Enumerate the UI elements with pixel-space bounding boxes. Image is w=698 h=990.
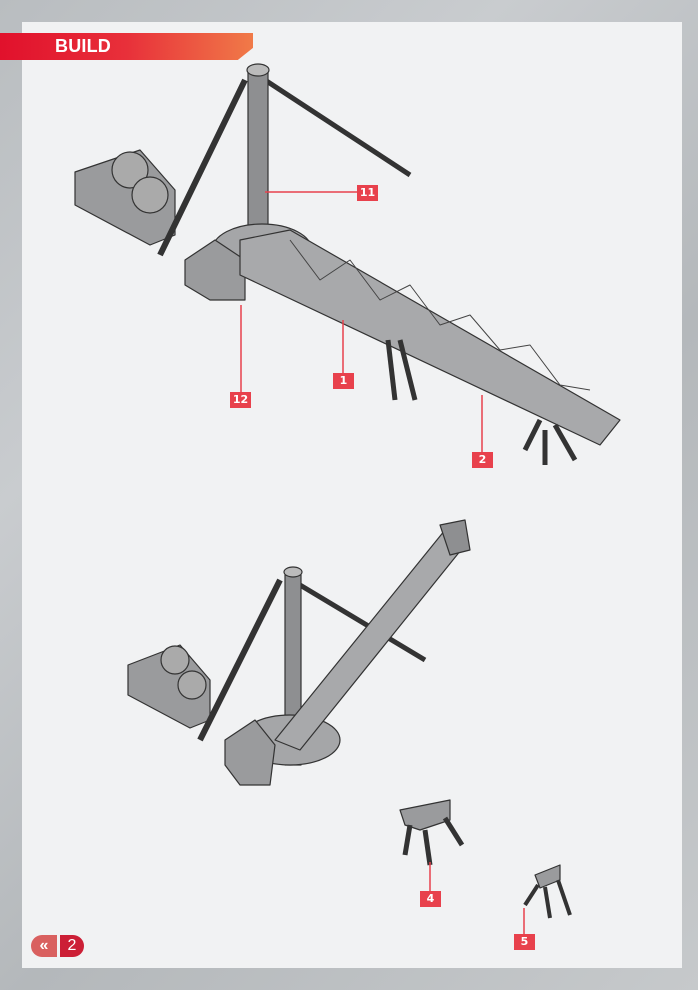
callout-part-4: 4	[420, 891, 441, 907]
mast-11	[247, 69, 269, 231]
raised-boom	[274, 529, 466, 751]
page-navigation: « 2	[31, 935, 84, 957]
section-title: BUILD	[55, 36, 111, 56]
page-number: 2	[60, 935, 84, 957]
callout-part-1: 1	[333, 373, 354, 389]
callout-part-11: 11	[357, 185, 378, 201]
callout-part-5: 5	[514, 934, 535, 950]
part-5	[523, 864, 572, 919]
callout-part-12: 12	[230, 392, 251, 408]
backstay-leg	[157, 78, 248, 257]
previous-page-button[interactable]: «	[31, 935, 57, 957]
boom-1-2	[239, 229, 621, 446]
winch-unit-bottom	[127, 644, 211, 729]
winch-unit-top	[74, 149, 176, 246]
section-header: BUILD	[0, 33, 253, 60]
part-4	[399, 799, 465, 866]
callout-part-2: 2	[472, 452, 493, 468]
jib-stay	[263, 77, 412, 178]
